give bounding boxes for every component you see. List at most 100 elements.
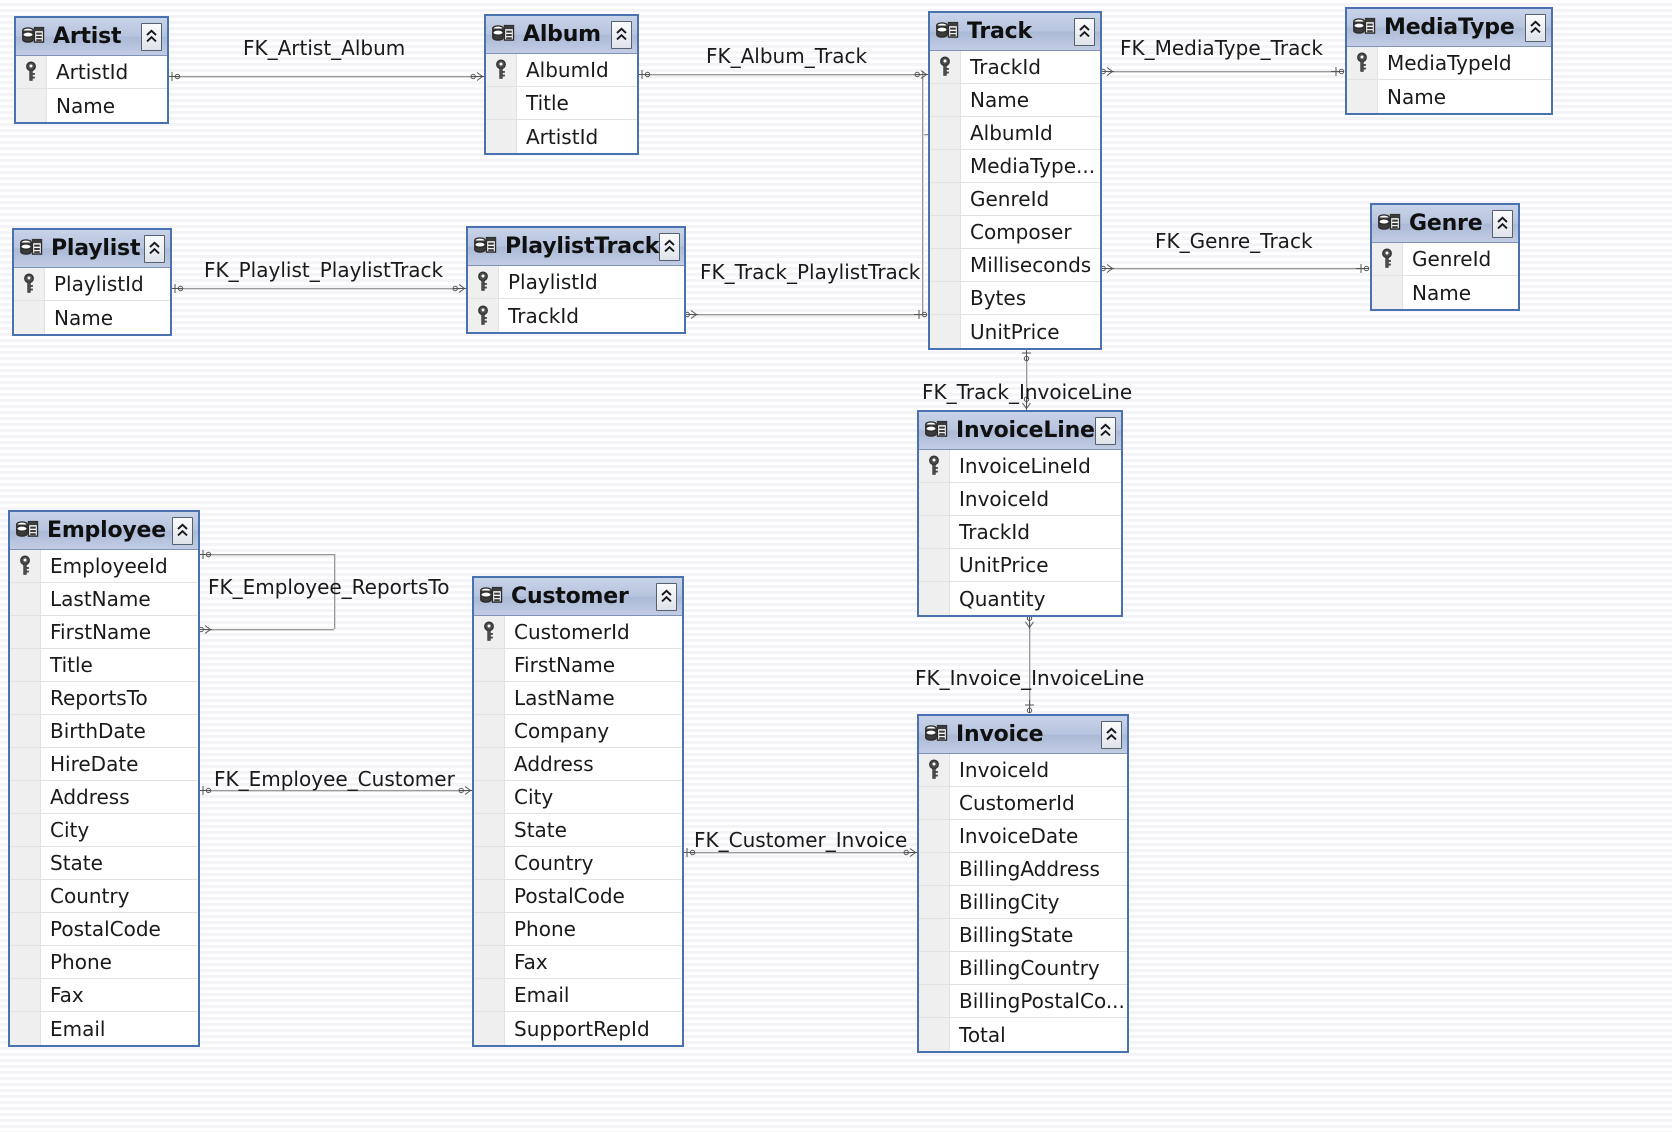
field-row[interactable]: PostalCode: [474, 880, 682, 913]
field-row[interactable]: Name: [14, 301, 170, 334]
field-row[interactable]: Title: [486, 87, 637, 120]
field-row[interactable]: Bytes: [930, 282, 1100, 315]
field-row[interactable]: State: [10, 847, 198, 880]
field-row[interactable]: InvoiceDate: [919, 820, 1127, 853]
relationship-label-fk_mediatype_track[interactable]: FK_MediaType_Track: [1120, 36, 1323, 60]
field-row[interactable]: HireDate: [10, 748, 198, 781]
field-row[interactable]: LastName: [10, 583, 198, 616]
entity-header-album[interactable]: Album: [486, 16, 637, 54]
field-row[interactable]: BillingPostalCo...: [919, 985, 1127, 1018]
field-row[interactable]: UnitPrice: [919, 549, 1121, 582]
field-row[interactable]: AlbumId: [930, 117, 1100, 150]
field-row[interactable]: BillingAddress: [919, 853, 1127, 886]
connector-fk-employee-reportsto-bottom[interactable]: [206, 628, 334, 631]
field-row[interactable]: City: [10, 814, 198, 847]
field-row[interactable]: BillingState: [919, 919, 1127, 952]
entity-header-mediatype[interactable]: MediaType: [1347, 9, 1551, 47]
relationship-label-fk_invoice_invoiceline[interactable]: FK_Invoice_InvoiceLine: [915, 666, 1145, 690]
field-row[interactable]: Fax: [474, 946, 682, 979]
entity-header-playlist[interactable]: Playlist: [14, 230, 170, 268]
connector-fk-genre-track[interactable]: [1108, 267, 1364, 270]
connector-fk-album-track[interactable]: [645, 73, 922, 76]
relationship-label-fk_employee_customer[interactable]: FK_Employee_Customer: [214, 767, 455, 791]
chevron-up-double-icon[interactable]: [611, 20, 632, 49]
relationship-label-fk_customer_invoice[interactable]: FK_Customer_Invoice: [694, 828, 908, 852]
field-row[interactable]: AlbumId: [486, 54, 637, 87]
field-row[interactable]: Name: [1347, 80, 1551, 113]
field-row[interactable]: TrackId: [919, 516, 1121, 549]
field-row[interactable]: Fax: [10, 979, 198, 1012]
chevron-up-double-icon[interactable]: [656, 582, 677, 611]
field-row[interactable]: Phone: [10, 946, 198, 979]
entity-header-playlisttrack[interactable]: PlaylistTrack: [468, 228, 684, 266]
field-row[interactable]: PlaylistId: [468, 266, 684, 299]
field-row[interactable]: TrackId: [930, 51, 1100, 84]
field-row[interactable]: BirthDate: [10, 715, 198, 748]
field-row[interactable]: State: [474, 814, 682, 847]
connector-fk-album-track-stub[interactable]: [922, 133, 928, 136]
field-row[interactable]: MediaTypeId: [1347, 47, 1551, 80]
field-row[interactable]: TrackId: [468, 299, 684, 332]
relationship-label-fk_playlist_playlisttrack[interactable]: FK_Playlist_PlaylistTrack: [204, 258, 444, 282]
chevron-up-double-icon[interactable]: [659, 232, 681, 261]
connector-fk-employee-reportsto-top[interactable]: [206, 554, 334, 556]
field-row[interactable]: ArtistId: [486, 120, 637, 153]
field-row[interactable]: MediaType...: [930, 150, 1100, 183]
relationship-label-fk_track_playlisttrack[interactable]: FK_Track_PlaylistTrack: [700, 260, 921, 284]
field-row[interactable]: CustomerId: [474, 616, 682, 649]
chevron-up-double-icon[interactable]: [1095, 416, 1116, 445]
field-row[interactable]: BillingCountry: [919, 952, 1127, 985]
field-row[interactable]: SupportRepId: [474, 1012, 682, 1045]
entity-header-employee[interactable]: Employee: [10, 512, 198, 550]
field-row[interactable]: LastName: [474, 682, 682, 715]
chevron-up-double-icon[interactable]: [1525, 13, 1546, 42]
connector-fk-track-playlisttrack-vertical[interactable]: [922, 70, 924, 314]
chevron-up-double-icon[interactable]: [144, 234, 165, 263]
field-row[interactable]: ArtistId: [16, 56, 167, 89]
entity-header-invoiceline[interactable]: InvoiceLine: [919, 412, 1121, 450]
field-row[interactable]: BillingCity: [919, 886, 1127, 919]
field-row[interactable]: Company: [474, 715, 682, 748]
connector-fk-customer-invoice[interactable]: [690, 852, 911, 854]
entity-header-genre[interactable]: Genre: [1372, 205, 1518, 243]
field-row[interactable]: ReportsTo: [10, 682, 198, 715]
field-row[interactable]: Email: [10, 1012, 198, 1045]
chevron-up-double-icon[interactable]: [1101, 720, 1122, 749]
chevron-up-double-icon[interactable]: [1492, 209, 1513, 238]
field-row[interactable]: Address: [474, 748, 682, 781]
field-row[interactable]: City: [474, 781, 682, 814]
chevron-up-double-icon[interactable]: [172, 516, 193, 545]
field-row[interactable]: FirstName: [474, 649, 682, 682]
field-row[interactable]: Name: [1372, 276, 1518, 309]
connector-fk-artist-album[interactable]: [175, 75, 478, 78]
field-row[interactable]: Name: [16, 89, 167, 122]
connector-fk-mediatype-track[interactable]: [1108, 70, 1339, 73]
field-row[interactable]: Title: [10, 649, 198, 682]
connector-fk-invoice-invoiceline[interactable]: [1029, 623, 1031, 708]
entity-header-artist[interactable]: Artist: [16, 18, 167, 56]
field-row[interactable]: Quantity: [919, 582, 1121, 615]
field-row[interactable]: InvoiceId: [919, 754, 1127, 787]
field-row[interactable]: Country: [474, 847, 682, 880]
connector-fk-playlist-playlisttrack[interactable]: [178, 287, 460, 290]
field-row[interactable]: InvoiceLineId: [919, 450, 1121, 483]
relationship-label-fk_album_track[interactable]: FK_Album_Track: [706, 44, 868, 68]
field-row[interactable]: GenreId: [1372, 243, 1518, 276]
field-row[interactable]: CustomerId: [919, 787, 1127, 820]
field-row[interactable]: FirstName: [10, 616, 198, 649]
field-row[interactable]: GenreId: [930, 183, 1100, 216]
relationship-label-fk_artist_album[interactable]: FK_Artist_Album: [243, 36, 406, 60]
field-row[interactable]: InvoiceId: [919, 483, 1121, 516]
field-row[interactable]: EmployeeId: [10, 550, 198, 583]
